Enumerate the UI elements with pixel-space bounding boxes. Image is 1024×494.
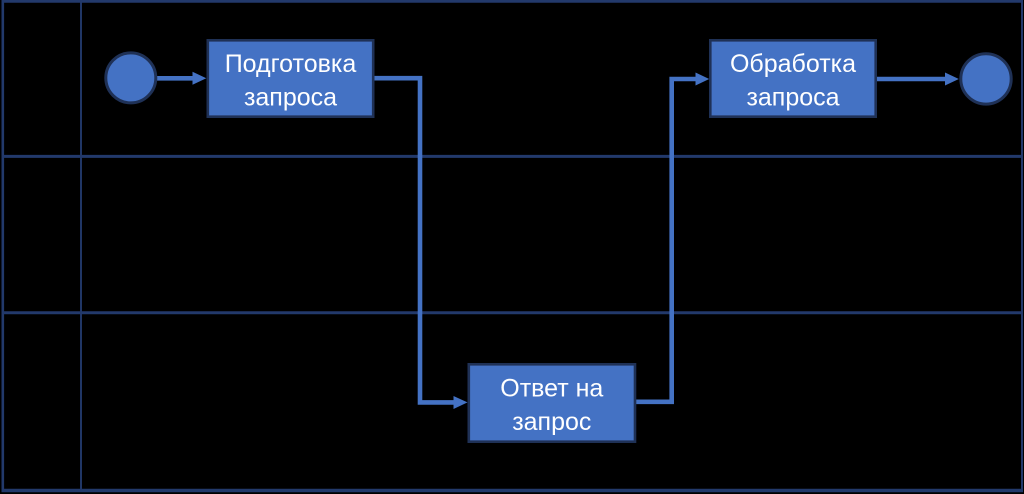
svg-text:Подготовка: Подготовка xyxy=(225,50,357,78)
svg-text:Обработка: Обработка xyxy=(730,50,856,78)
svg-text:Ответ на: Ответ на xyxy=(500,375,603,403)
svg-text:запроса: запроса xyxy=(244,83,337,111)
svg-text:запрос: запрос xyxy=(512,408,591,436)
svg-text:запроса: запроса xyxy=(746,83,839,111)
